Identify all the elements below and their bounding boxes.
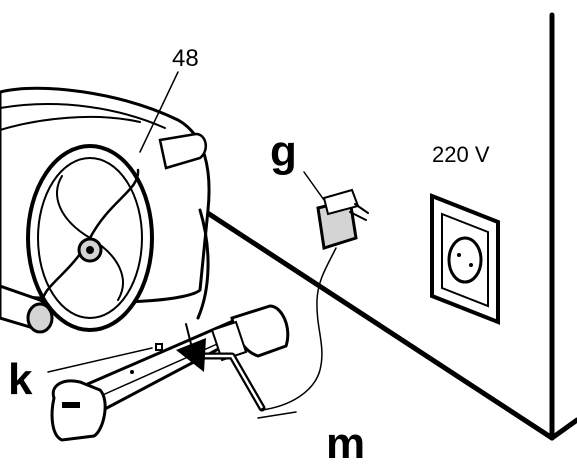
leader-m (257, 411, 297, 419)
flywheel-spoke (88, 168, 140, 240)
flywheel-spoke (56, 175, 91, 239)
wall-corner-line (549, 417, 577, 441)
arrow-head (176, 338, 206, 372)
label-voltage: 220 V (432, 142, 490, 167)
power-jack (155, 343, 163, 351)
socket-pin-hole (469, 263, 473, 267)
power-adapter (261, 188, 369, 411)
socket-receptacle (447, 236, 483, 284)
adapter-prong (349, 211, 367, 221)
rear-foot-cap (26, 302, 54, 334)
flywheel-rim (37, 157, 143, 319)
power-cable (261, 247, 337, 411)
rail-screw (130, 370, 134, 374)
side-foot-bracket (210, 320, 248, 362)
leader-g (303, 171, 325, 201)
foot-logo (62, 402, 80, 408)
wall-floor-line (197, 205, 555, 441)
housing-seam (0, 115, 141, 131)
arrow-shaft (196, 352, 266, 412)
label-m: m (326, 419, 365, 465)
label-k: k (8, 355, 33, 404)
insert-arrow (176, 338, 266, 412)
housing-edge (196, 208, 210, 320)
front-foot (50, 379, 107, 442)
wall-socket (430, 193, 500, 325)
adapter-prong (354, 203, 369, 214)
housing-seam (0, 103, 166, 129)
arrow-shaft-inner (200, 354, 264, 409)
label-g: g (270, 127, 297, 176)
label-48: 48 (172, 45, 199, 72)
leader-k (47, 347, 153, 373)
flywheel-axle (86, 246, 94, 254)
leader-48 (139, 71, 179, 153)
handle-tube (158, 132, 208, 170)
elliptical-trainer (0, 86, 290, 442)
socket-pin-hole (457, 253, 461, 257)
wall (197, 12, 577, 441)
